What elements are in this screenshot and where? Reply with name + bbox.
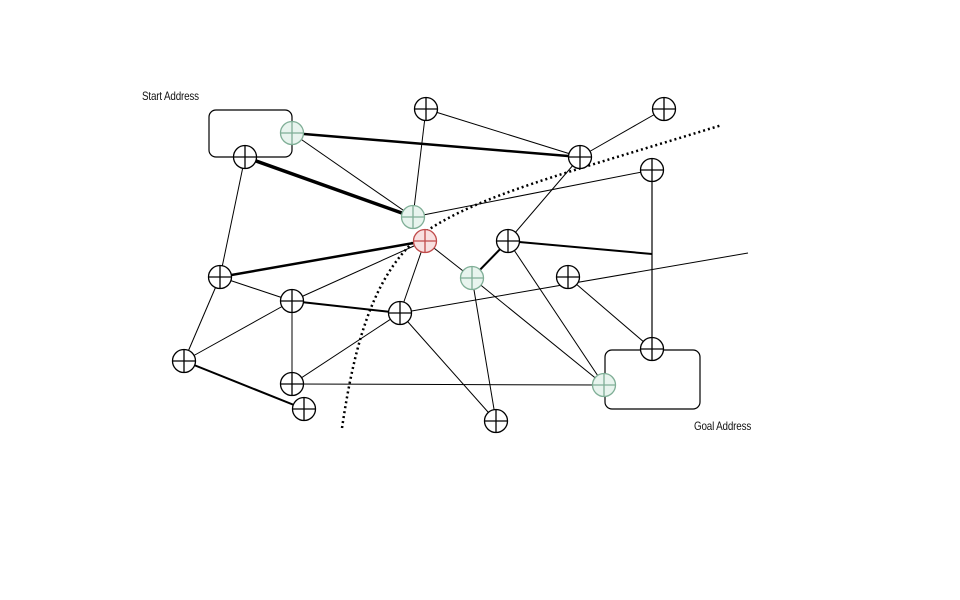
link-line bbox=[399, 240, 426, 314]
link-line bbox=[507, 240, 653, 255]
link-line bbox=[291, 240, 426, 302]
link-line bbox=[183, 360, 305, 410]
link-line bbox=[219, 276, 293, 302]
link-line bbox=[567, 276, 653, 350]
link-line bbox=[291, 312, 401, 385]
link-line bbox=[412, 108, 427, 218]
link-line bbox=[291, 131, 581, 159]
link-line bbox=[183, 300, 293, 362]
link-line bbox=[579, 108, 665, 158]
link-line bbox=[183, 276, 221, 362]
start-address-label: Start Address bbox=[142, 89, 199, 103]
link-line bbox=[219, 156, 246, 278]
goal-address-label: Goal Address bbox=[694, 419, 752, 433]
link-line bbox=[291, 383, 605, 386]
link-line bbox=[399, 312, 497, 422]
link-line bbox=[412, 169, 653, 218]
link-line bbox=[219, 239, 426, 279]
link-line bbox=[507, 156, 581, 242]
link-line bbox=[507, 240, 605, 386]
link-line bbox=[291, 132, 414, 218]
link-line bbox=[291, 300, 401, 314]
link-line bbox=[425, 108, 581, 158]
dotted-boundary-curve bbox=[340, 123, 723, 429]
link-line bbox=[471, 277, 497, 422]
link-line bbox=[244, 155, 414, 219]
link-line bbox=[471, 277, 605, 386]
